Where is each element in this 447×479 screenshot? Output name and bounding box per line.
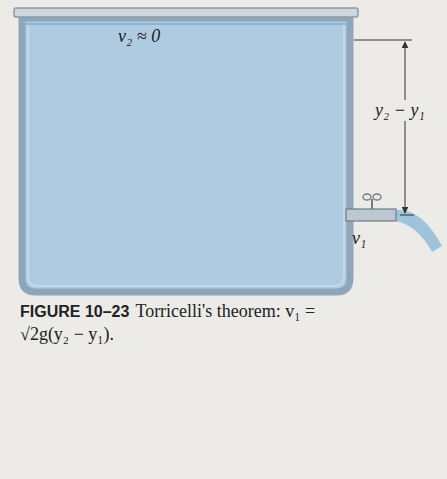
valve-handle: [373, 194, 381, 200]
water-jet: [396, 210, 442, 252]
caption-block: FIGURE 10–23Torricelli's theorem: v₁ = √…: [20, 300, 320, 347]
figure-label: v₂ ≈ 0: [118, 26, 160, 47]
tank-inner-wall: [28, 24, 344, 286]
spout-pipe: [346, 209, 396, 221]
dimension-line: [405, 42, 406, 213]
figure-number: FIGURE 10–23: [20, 303, 129, 320]
valve-handle: [363, 194, 371, 200]
figure-label: y₂ − y₁: [372, 100, 428, 121]
tank-lid: [14, 8, 358, 17]
tank-with-water: [22, 18, 350, 292]
water-surface: [26, 23, 346, 25]
dimension-tick: [354, 40, 412, 41]
valve-stem: [371, 199, 373, 209]
dimension-tick: [400, 215, 414, 216]
figure-label: v₁: [352, 228, 366, 249]
